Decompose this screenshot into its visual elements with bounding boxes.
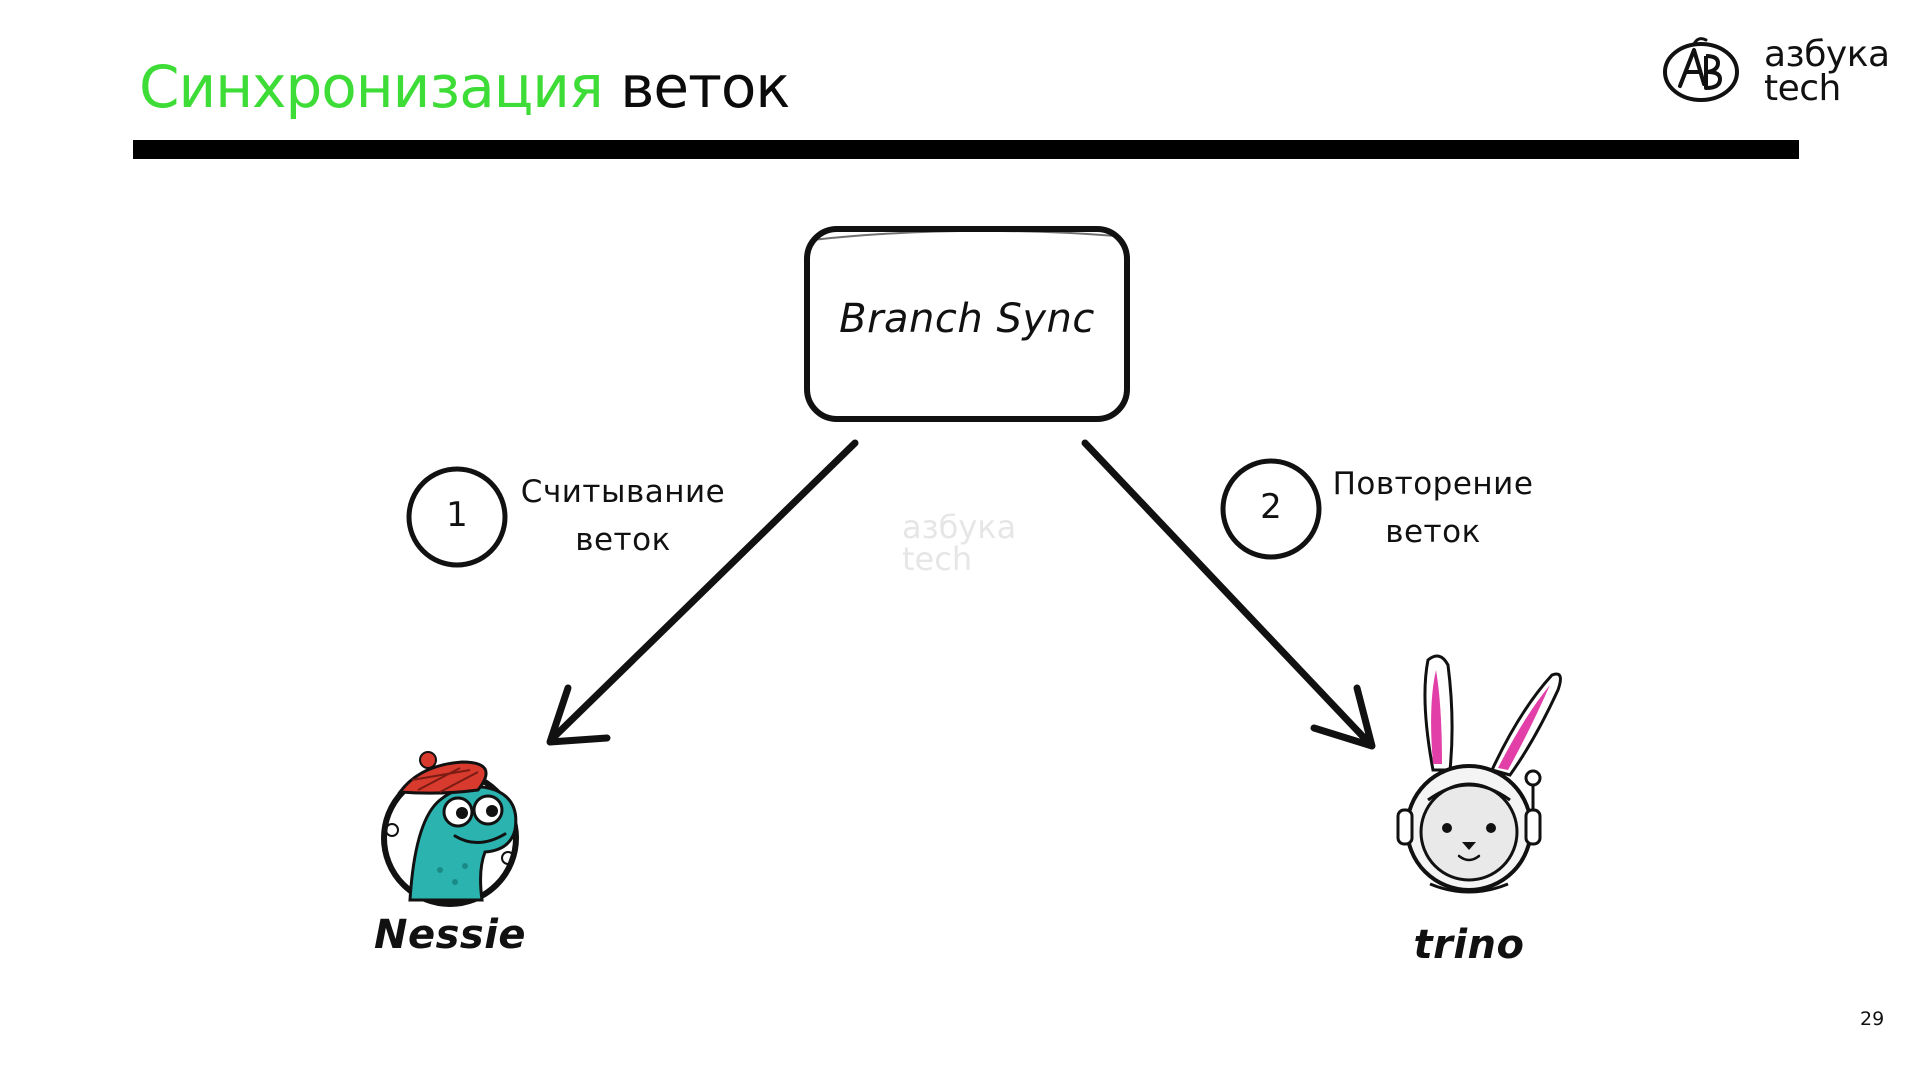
title-accent: Синхронизация: [139, 53, 604, 121]
step-1-circle: [406, 466, 508, 568]
branch-sync-label: Branch Sync: [839, 296, 1095, 342]
logo-line-2: tech: [1764, 68, 1841, 109]
step-2-label: Повторение веток: [1318, 460, 1548, 556]
logo-wordmark: азбука tech: [1764, 34, 1890, 109]
step-1-label-line-1: Считывание: [520, 474, 726, 510]
brand-logo: азбука tech: [1660, 30, 1900, 110]
nessie-mascot-icon: [381, 751, 519, 907]
watermark-line-1: азбука: [902, 508, 1017, 546]
step-1-label: Считывание веток: [508, 468, 738, 564]
arrow-to-nessie: [546, 439, 859, 746]
watermark: азбука tech: [902, 511, 1016, 575]
step-2-circle: [1220, 458, 1322, 560]
step-1-label-line-2: веток: [575, 522, 671, 558]
watermark-line-2: tech: [902, 540, 973, 578]
step-1-number: 1: [446, 495, 468, 535]
arrow-to-trino: [1081, 439, 1376, 750]
trino-mascot-icon: [1396, 654, 1562, 894]
logo-line-1: азбука: [1764, 34, 1890, 75]
page-number: 29: [1860, 1008, 1885, 1030]
nessie-label: Nessie: [373, 912, 527, 958]
step-2-number: 2: [1260, 487, 1282, 527]
branch-sync-box-sketch: [811, 229, 1117, 241]
branch-sync-box: [804, 226, 1130, 422]
logo-mark-icon: [1663, 37, 1739, 102]
step-2-label-line-2: веток: [1385, 514, 1481, 550]
title-rest: веток: [620, 53, 790, 121]
step-2-label-line-1: Повторение: [1332, 466, 1534, 502]
header-divider: [133, 140, 1799, 159]
slide-title: Синхронизация веток: [139, 58, 790, 116]
trino-label: trino: [1413, 922, 1525, 968]
